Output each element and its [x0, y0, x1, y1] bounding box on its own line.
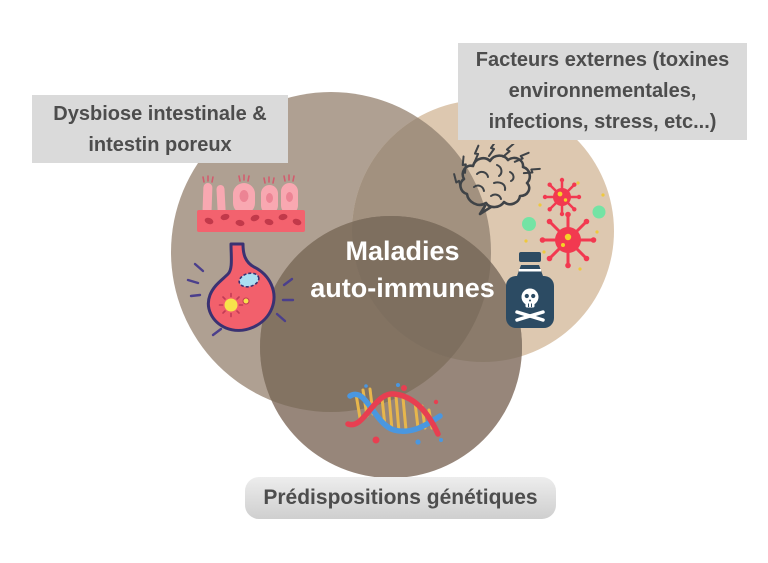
- label-dysbiose-intestinale: Dysbiose intestinale & intestin poreux: [32, 95, 288, 163]
- stomach-bacteria-icon: [186, 242, 295, 337]
- center-title: Maladies auto-immunes: [270, 233, 535, 307]
- center-title-line: auto-immunes: [310, 273, 495, 303]
- virus-large-icon: [539, 211, 597, 269]
- label-line: environnementales,: [508, 80, 697, 102]
- green-particle-icon: [522, 217, 536, 231]
- virus-small-icon: [542, 177, 582, 217]
- label-line: infections, stress, etc...): [488, 111, 717, 133]
- label-line: intestin poreux: [88, 134, 232, 156]
- label-line: Dysbiose intestinale &: [53, 103, 267, 125]
- label-line: Facteurs externes (toxines: [475, 49, 730, 71]
- intestinal-villi-icon: [197, 174, 305, 232]
- label-facteurs-externes: Facteurs externes (toxines environnement…: [458, 43, 747, 140]
- skull-crossbones-icon: [515, 288, 545, 322]
- virus-particles-icon: [522, 177, 606, 271]
- label-line: Prédispositions génétiques: [263, 486, 538, 509]
- stressed-brain-icon: [453, 144, 541, 216]
- label-predispositions-genetiques: Prédispositions génétiques: [245, 477, 556, 519]
- center-title-line: Maladies: [345, 236, 460, 266]
- toxin-bottle-icon: [506, 252, 554, 328]
- toxin-speck-dots: [524, 181, 605, 271]
- green-particle-icon: [592, 205, 606, 219]
- dna-helix-icon: [345, 383, 443, 445]
